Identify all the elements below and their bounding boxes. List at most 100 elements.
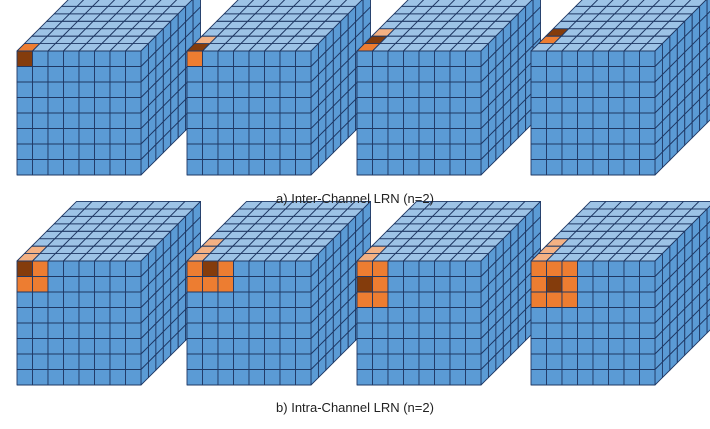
front-cell [264, 66, 281, 83]
front-cell [47, 159, 64, 176]
front-cell [465, 353, 482, 370]
front-cell [577, 276, 594, 293]
top-cell [61, 0, 85, 7]
top-cell [123, 0, 147, 7]
front-cell [387, 322, 404, 339]
front-cell [608, 66, 625, 83]
front-cell [546, 307, 563, 324]
front-cell [592, 112, 609, 129]
front-cell [434, 276, 451, 293]
front-cell [264, 307, 281, 324]
front-cell [608, 128, 625, 145]
front-cell [418, 291, 435, 308]
top-cell [494, 0, 518, 7]
front-cell [32, 369, 49, 386]
top-cell [463, 0, 487, 7]
front-cell [561, 276, 578, 293]
front-cell [279, 112, 296, 129]
top-cell [277, 0, 301, 7]
front-cell [577, 353, 594, 370]
front-cell [78, 291, 95, 308]
front-cell [264, 260, 281, 277]
front-cell [356, 66, 373, 83]
front-cell [561, 66, 578, 83]
front-cell [109, 369, 126, 386]
front-cell [94, 143, 111, 160]
top-cell [154, 0, 178, 7]
front-cell [109, 260, 126, 277]
front-cell [530, 260, 547, 277]
front-cell [356, 81, 373, 98]
front-cell [372, 50, 389, 67]
front-cell [63, 338, 80, 355]
front-cell [279, 353, 296, 370]
front-cell [16, 97, 33, 114]
front-cell [387, 338, 404, 355]
front-cell [577, 143, 594, 160]
front-cell [387, 159, 404, 176]
front-cell [125, 369, 142, 386]
top-cell [293, 0, 317, 7]
front-cell [530, 159, 547, 176]
top-cell [76, 0, 100, 7]
front-cell [63, 369, 80, 386]
front-cell [233, 369, 250, 386]
front-cell [403, 159, 420, 176]
front-cell [465, 159, 482, 176]
front-cell [530, 97, 547, 114]
front-cell [63, 50, 80, 67]
front-cell [546, 353, 563, 370]
front-cell [449, 159, 466, 176]
front-cell [356, 291, 373, 308]
front-cell [264, 112, 281, 129]
front-cell [186, 97, 203, 114]
front-cell [279, 128, 296, 145]
front-cell [63, 322, 80, 339]
front-cell [561, 112, 578, 129]
front-cell [279, 81, 296, 98]
front-cell [530, 66, 547, 83]
front-cell [295, 97, 312, 114]
front-cell [623, 307, 640, 324]
front-cell [623, 260, 640, 277]
front-cell [449, 307, 466, 324]
front-cell [546, 128, 563, 145]
front-cell [264, 322, 281, 339]
front-cell [217, 66, 234, 83]
front-cell [16, 112, 33, 129]
front-cell [639, 81, 656, 98]
front-cell [530, 307, 547, 324]
top-cell [401, 0, 425, 7]
front-cell [264, 81, 281, 98]
front-cell [47, 291, 64, 308]
front-cell [63, 66, 80, 83]
front-cell [202, 66, 219, 83]
front-cell [248, 66, 265, 83]
front-cell [449, 369, 466, 386]
front-cell [372, 81, 389, 98]
front-cell [577, 369, 594, 386]
top-cell [339, 0, 363, 7]
front-cell [32, 159, 49, 176]
front-cell [47, 66, 64, 83]
front-cell [449, 143, 466, 160]
front-cell [418, 81, 435, 98]
front-cell [387, 260, 404, 277]
front-cell [295, 66, 312, 83]
front-cell [32, 66, 49, 83]
front-cell [608, 338, 625, 355]
front-cell [465, 338, 482, 355]
front-cell [577, 307, 594, 324]
front-cell [546, 159, 563, 176]
front-cell [546, 369, 563, 386]
front-cell [449, 276, 466, 293]
front-cell [94, 97, 111, 114]
front-cell [109, 276, 126, 293]
front-cell [125, 276, 142, 293]
front-cell [233, 353, 250, 370]
front-cell [577, 66, 594, 83]
front-cell [639, 353, 656, 370]
front-cell [202, 128, 219, 145]
side-cell [706, 298, 710, 318]
front-cell [16, 276, 33, 293]
